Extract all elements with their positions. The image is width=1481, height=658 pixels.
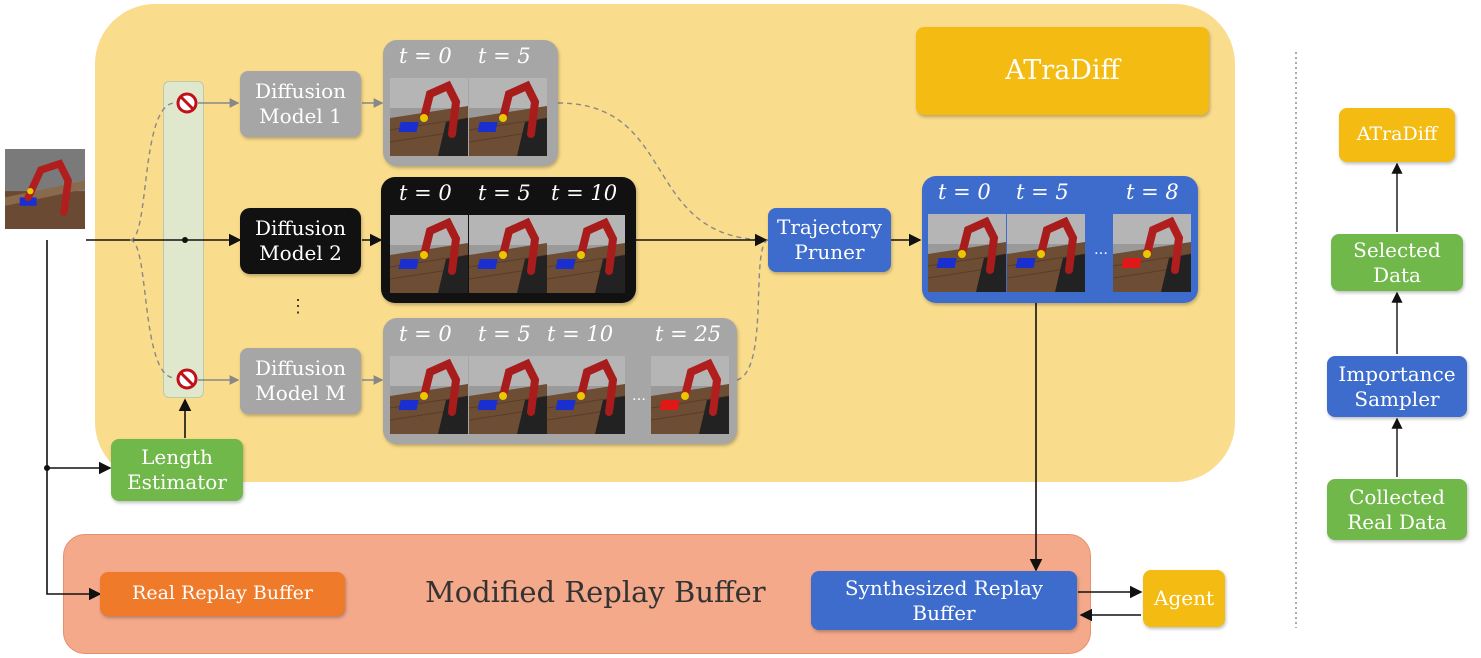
frame-time-label: t = 25 [655, 322, 722, 346]
frame-time-label: t = 8 [1126, 180, 1179, 204]
robot-arm-frame [928, 214, 1006, 292]
frame-time-label: t = 0 [399, 44, 452, 68]
length-estimator[interactable]: Length Estimator [111, 439, 243, 501]
frame-ellipsis: … [632, 388, 646, 404]
pruned-trajectory-strip: t = 0 t = 5 t = 8 … [922, 176, 1198, 303]
robot-arm-frame [1113, 214, 1191, 292]
frame-time-label: t = 10 [551, 181, 618, 205]
trajectory-pruner[interactable]: Trajectory Pruner [768, 208, 891, 272]
agent-label: Agent [1154, 586, 1214, 610]
robot-arm-frame [469, 215, 547, 293]
real-replay-buffer-label: Real Replay Buffer [132, 582, 313, 605]
robot-arm-frame [469, 78, 547, 156]
frame-time-label: t = 5 [478, 44, 531, 68]
vertical-ellipsis: ⋮ [289, 296, 307, 317]
robot-arm-frame [1007, 214, 1085, 292]
synthesized-replay-buffer-label: Synthesized Replay Buffer [844, 575, 1044, 625]
robot-arm-frame [651, 356, 729, 434]
frame-time-label: t = 5 [478, 181, 531, 205]
diffusion-model-2[interactable]: Diffusion Model 2 [240, 208, 361, 274]
atradiff-title: ATraDiff [916, 27, 1209, 115]
robot-arm-frame [390, 215, 468, 293]
real-replay-buffer[interactable]: Real Replay Buffer [100, 572, 345, 616]
side-importance-sampler-label: Importance Sampler [1338, 361, 1456, 411]
frame-ellipsis: … [1094, 242, 1108, 258]
frame-time-label: t = 0 [399, 322, 452, 346]
agent[interactable]: Agent [1143, 570, 1225, 627]
frame-time-label: t = 5 [1016, 180, 1069, 204]
frame-time-label: t = 10 [547, 322, 614, 346]
trajectory-strip-model-1: t = 0 t = 5 [383, 40, 558, 166]
diffusion-model-1-label: Diffusion Model 1 [254, 79, 347, 128]
diffusion-model-m[interactable]: Diffusion Model M [240, 348, 361, 414]
modified-replay-buffer-title: Modified Replay Buffer [425, 575, 766, 609]
side-collected-real-data-label: Collected Real Data [1347, 484, 1447, 534]
diffusion-model-1[interactable]: Diffusion Model 1 [240, 71, 361, 137]
diffusion-model-m-label: Diffusion Model M [254, 356, 347, 405]
trajectory-strip-model-2: t = 0 t = 5 t = 10 [381, 177, 636, 303]
side-atradiff-label: ATraDiff [1356, 123, 1438, 146]
robot-arm-frame [390, 78, 468, 156]
blocked-icon [176, 368, 198, 390]
frame-time-label: t = 0 [399, 181, 452, 205]
side-selected-data: Selected Data [1331, 234, 1463, 291]
frame-time-label: t = 0 [938, 180, 991, 204]
diffusion-model-2-label: Diffusion Model 2 [254, 216, 347, 265]
side-importance-sampler: Importance Sampler [1327, 356, 1467, 417]
blocked-icon [176, 92, 198, 114]
robot-arm-frame [390, 356, 468, 434]
robot-arm-frame [547, 356, 625, 434]
robot-arm-frame [469, 356, 547, 434]
atradiff-title-label: ATraDiff [1005, 55, 1120, 87]
length-estimator-label: Length Estimator [127, 445, 227, 494]
model-selector-bar [163, 81, 204, 398]
side-selected-data-label: Selected Data [1353, 237, 1441, 287]
trajectory-strip-model-m: t = 0 t = 5 t = 10 t = 25 … [383, 318, 737, 444]
frame-time-label: t = 5 [478, 322, 531, 346]
robot-arm-frame [547, 215, 625, 293]
synthesized-replay-buffer[interactable]: Synthesized Replay Buffer [811, 571, 1077, 630]
side-atradiff: ATraDiff [1339, 108, 1455, 162]
input-observation-frame [5, 149, 85, 229]
trajectory-pruner-label: Trajectory Pruner [777, 215, 882, 264]
side-collected-real-data: Collected Real Data [1327, 479, 1467, 540]
